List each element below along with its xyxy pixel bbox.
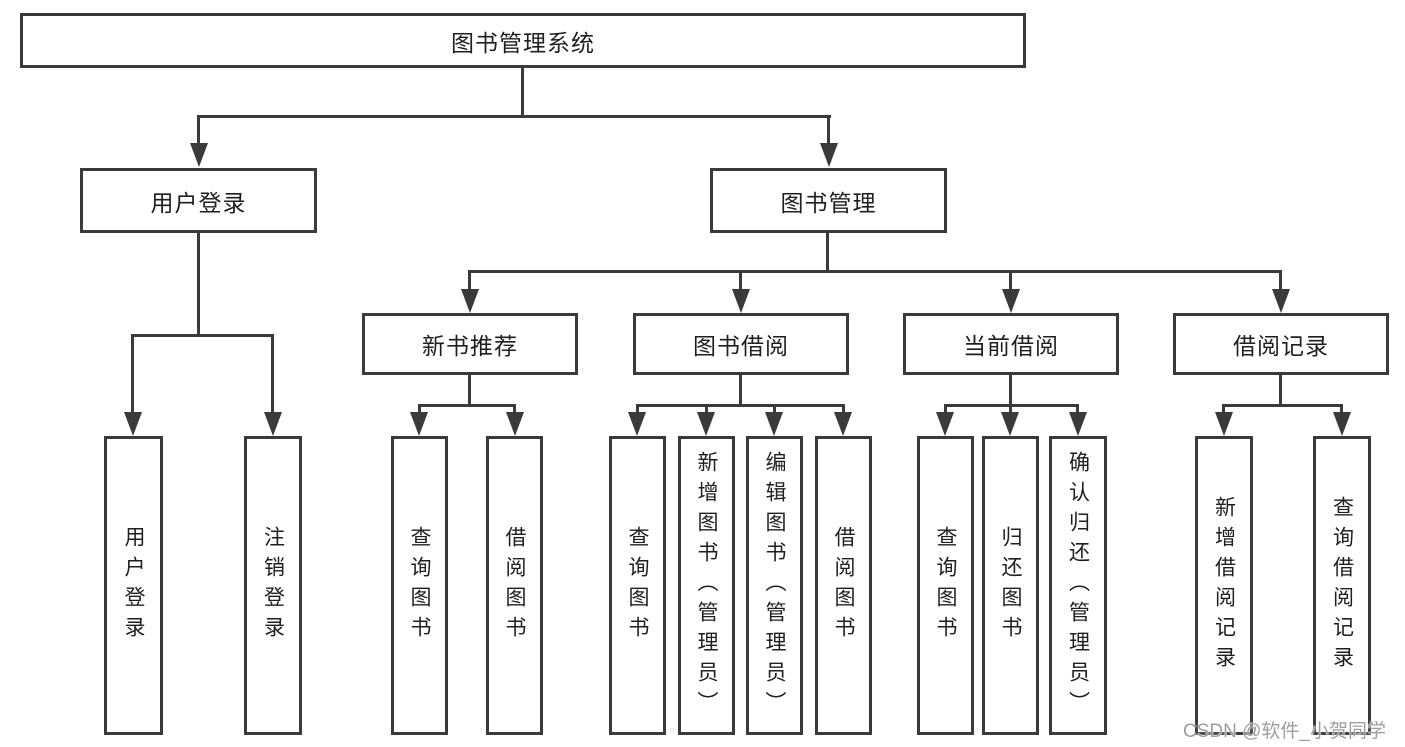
- connector-stem: [1076, 404, 1079, 416]
- connector-stem: [826, 233, 829, 273]
- connector-stem: [131, 334, 134, 414]
- csdn-watermark: CSDN @软件_小贺同学: [1183, 721, 1386, 742]
- leaf-label: 查询借阅记录: [1330, 495, 1354, 676]
- arrow-down-icon: [628, 412, 646, 436]
- node-label: 新书推荐: [422, 333, 518, 359]
- leaf-query-borrow-record: 查询借阅记录: [1313, 436, 1371, 735]
- arrow-down-icon: [461, 289, 479, 313]
- arrow-down-icon: [264, 412, 282, 436]
- leaf-label: 查询图书: [408, 525, 431, 646]
- node-user-login: 用户登录: [80, 168, 317, 233]
- node-new-book-recommend: 新书推荐: [362, 313, 578, 375]
- leaf-label: 归还图书: [999, 525, 1022, 646]
- arrow-down-icon: [732, 289, 750, 313]
- connector-stem: [1222, 404, 1225, 416]
- leaf-return-book: 归还图书: [982, 436, 1039, 735]
- connector-stem: [827, 115, 830, 145]
- leaf-label: 确认归还（管理员）: [1066, 450, 1090, 721]
- arrow-down-icon: [1333, 412, 1351, 436]
- connector-stem: [705, 404, 708, 416]
- leaf-edit-book-admin: 编辑图书（管理员）: [746, 436, 803, 735]
- arrow-down-icon: [1002, 289, 1020, 313]
- node-label: 图书借阅: [693, 333, 789, 359]
- connector-stem: [636, 404, 639, 416]
- arrow-down-icon: [1215, 412, 1233, 436]
- connector-stem: [1009, 375, 1012, 407]
- connector-stem: [1009, 404, 1012, 416]
- arrow-down-icon: [1069, 412, 1087, 436]
- node-current-borrow: 当前借阅: [903, 313, 1119, 375]
- leaf-add-book-admin: 新增图书（管理员）: [678, 436, 735, 735]
- connector-stem: [197, 115, 200, 145]
- connector-stem: [468, 270, 471, 293]
- leaf-label: 借阅图书: [503, 525, 526, 646]
- leaf-user-login: 用户登录: [104, 436, 163, 735]
- leaf-add-borrow-record: 新增借阅记录: [1195, 436, 1253, 735]
- leaf-borrow-book-2: 借阅图书: [815, 436, 872, 735]
- arrow-down-icon: [834, 412, 852, 436]
- node-book-management: 图书管理: [710, 168, 947, 233]
- leaf-label: 用户登录: [122, 525, 145, 646]
- connector-stem: [773, 404, 776, 416]
- connector-rail: [636, 404, 845, 407]
- leaf-query-book-2: 查询图书: [609, 436, 666, 735]
- arrow-down-icon: [1001, 412, 1019, 436]
- connector-stem: [197, 233, 200, 336]
- connector-stem: [1279, 375, 1282, 407]
- connector-stem: [944, 404, 947, 416]
- connector-stem: [739, 270, 742, 293]
- connector-root-stem: [521, 68, 524, 117]
- arrow-down-icon: [765, 412, 783, 436]
- connector-stem: [739, 375, 742, 407]
- node-borrow-record: 借阅记录: [1173, 313, 1389, 375]
- connector-stem: [842, 404, 845, 416]
- leaf-label: 借阅图书: [832, 525, 855, 646]
- arrow-down-icon: [1272, 289, 1290, 313]
- leaf-label: 新增借阅记录: [1212, 495, 1236, 676]
- leaf-logout: 注销登录: [244, 436, 302, 735]
- connector-rail: [1222, 404, 1343, 407]
- leaf-label: 查询图书: [626, 525, 649, 646]
- leaf-label: 注销登录: [261, 525, 285, 646]
- arrow-down-icon: [190, 143, 208, 167]
- connector-stem: [418, 404, 421, 416]
- connector-stem: [468, 375, 471, 407]
- connector-login-rail: [131, 334, 274, 337]
- leaf-confirm-return-admin: 确认归还（管理员）: [1049, 436, 1107, 735]
- connector-level2-rail: [197, 115, 831, 118]
- connector-stem: [1009, 270, 1012, 293]
- connector-level3-rail: [468, 270, 1282, 273]
- leaf-label: 查询图书: [934, 525, 957, 646]
- arrow-down-icon: [124, 412, 142, 436]
- arrow-down-icon: [820, 143, 838, 167]
- node-library-system: 图书管理系统: [20, 13, 1026, 68]
- node-label: 当前借阅: [963, 333, 1059, 359]
- node-label: 图书管理系统: [451, 29, 595, 56]
- arrow-down-icon: [697, 412, 715, 436]
- connector-rail: [418, 404, 516, 407]
- node-label: 图书管理: [780, 189, 877, 216]
- node-label: 借阅记录: [1233, 333, 1329, 359]
- node-label: 用户登录: [150, 189, 247, 216]
- leaf-label: 编辑图书（管理员）: [763, 450, 786, 721]
- arrow-down-icon: [936, 412, 954, 436]
- connector-stem: [271, 334, 274, 414]
- arrow-down-icon: [410, 412, 428, 436]
- leaf-query-book-3: 查询图书: [917, 436, 974, 735]
- leaf-query-book-1: 查询图书: [391, 436, 448, 735]
- leaf-label: 新增图书（管理员）: [695, 450, 718, 721]
- connector-stem: [1279, 270, 1282, 293]
- leaf-borrow-book-1: 借阅图书: [486, 436, 543, 735]
- connector-stem: [513, 404, 516, 416]
- connector-stem: [1340, 404, 1343, 416]
- arrow-down-icon: [506, 412, 524, 436]
- node-book-borrow: 图书借阅: [633, 313, 849, 375]
